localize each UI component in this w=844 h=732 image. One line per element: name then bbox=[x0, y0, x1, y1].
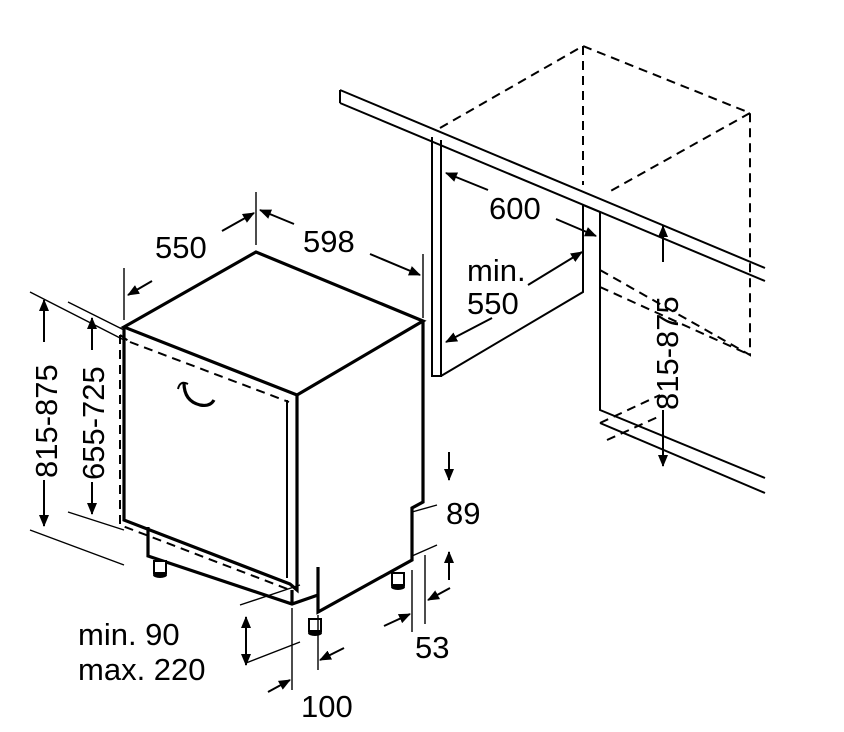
depth-label: 550 bbox=[155, 230, 207, 265]
plinth bbox=[146, 527, 319, 606]
cabinet-niche bbox=[339, 44, 766, 494]
foot-back-right bbox=[391, 572, 405, 590]
door-height-label: 655-725 bbox=[76, 366, 111, 480]
upper-cabinet-outline bbox=[439, 44, 751, 357]
niche-min-depth-arrow-2 bbox=[445, 317, 493, 343]
foot-inset-arrow-a bbox=[383, 613, 411, 627]
front-door bbox=[122, 327, 299, 594]
plinth-depth-arrow-b bbox=[319, 647, 345, 661]
plinth-height-label: 89 bbox=[446, 496, 480, 531]
reference-lines bbox=[29, 192, 438, 690]
worktop-edge bbox=[339, 89, 766, 282]
plinth-setback-label-line1: min. 90 bbox=[78, 617, 180, 652]
niche-depth-label: 600 bbox=[489, 191, 541, 226]
niche-height-label: 815-875 bbox=[650, 296, 685, 410]
foot-front-left bbox=[153, 560, 167, 578]
foot-inset-label: 53 bbox=[415, 630, 449, 665]
door-handle-end bbox=[177, 381, 189, 390]
door-handle bbox=[182, 382, 216, 408]
dimension-labels: 550 598 600 min. 550 815-875 815-875 655… bbox=[29, 191, 685, 724]
dishwasher-body bbox=[119, 250, 427, 636]
plinth-depth-label: 100 bbox=[301, 689, 353, 724]
niche-depth-arrow bbox=[446, 173, 596, 236]
top-face bbox=[120, 250, 427, 397]
dimension-lines bbox=[29, 192, 454, 693]
plinth-depth-arrow-a bbox=[267, 679, 291, 693]
width-arrow-a bbox=[259, 209, 295, 225]
total-height-label: 815-875 bbox=[29, 364, 64, 478]
depth-arrow-b bbox=[221, 212, 255, 232]
niche-min-depth-label-line1: min. bbox=[467, 253, 526, 288]
plinth-setback-label-line2: max. 220 bbox=[78, 652, 206, 687]
width-label: 598 bbox=[303, 224, 355, 259]
depth-arrow-a bbox=[127, 280, 153, 296]
foot-inset-arrow-b bbox=[427, 587, 451, 601]
right-side bbox=[316, 321, 425, 615]
width-arrow-b bbox=[369, 253, 421, 276]
niche-floor-dashed bbox=[599, 286, 751, 441]
niche-min-depth-arrow bbox=[527, 251, 583, 286]
foot-front-right bbox=[308, 618, 322, 636]
niche-min-depth-label-line2: 550 bbox=[467, 286, 519, 321]
door-dashed-outline bbox=[119, 334, 291, 591]
